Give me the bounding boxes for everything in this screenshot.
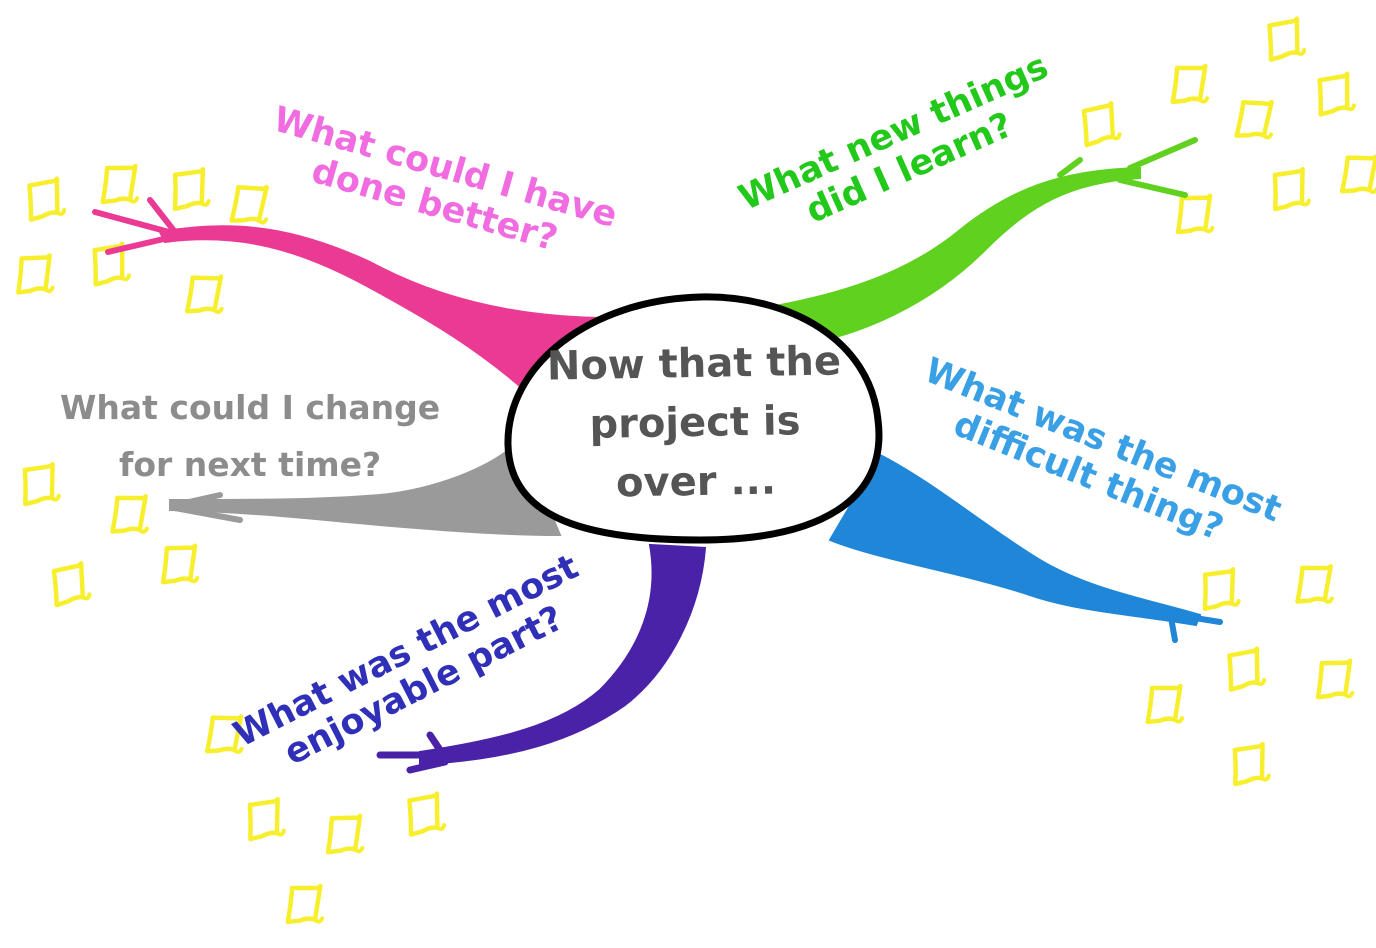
sticky-note-icon: [23, 464, 60, 504]
branch-change: [169, 438, 562, 537]
sticky-note-icon: [18, 254, 53, 293]
sticky-note-icon: [232, 183, 271, 225]
sticky-note-icon: [1342, 153, 1376, 194]
central-topic-line-1: Now that: [546, 339, 753, 390]
sticky-note-icon: [187, 273, 225, 314]
sticky-note-icon: [1318, 659, 1354, 699]
sticky-note-icon: [103, 164, 140, 204]
sticky-note-icon: [1227, 648, 1265, 689]
sticky-note-icon: [1148, 684, 1185, 724]
sticky-note-icon: [1317, 74, 1354, 115]
sticky-note-icon: [1173, 64, 1210, 104]
sticky-note-icon: [1178, 194, 1214, 234]
sticky-note-icon: [288, 884, 325, 924]
sticky-note-icon: [163, 544, 199, 584]
sticky-note-icon: [27, 178, 65, 219]
sticky-note-icon: [328, 814, 364, 854]
branch-label-change-line-2: for next time?: [118, 444, 382, 484]
branch-label-change-line-1: What could I change: [60, 388, 441, 427]
sticky-note-icon: [173, 169, 209, 209]
sticky-note-icon: [1273, 169, 1310, 209]
sticky-note-icon: [407, 793, 445, 834]
sticky-note-icon: [1237, 98, 1276, 140]
sticky-note-icon: [51, 563, 90, 605]
branch-label-change: What could I change for next time?: [60, 380, 440, 494]
central-topic-bubble: [504, 293, 883, 544]
branch-difficult: [828, 453, 1202, 627]
sticky-note-icon: [1081, 103, 1120, 145]
branch-enjoyable: [419, 543, 707, 766]
sticky-note-icon: [1267, 18, 1305, 59]
sticky-note-icon: [112, 494, 149, 535]
central-topic: Now that the project is over ...: [538, 332, 851, 515]
sticky-note-icon: [1203, 569, 1239, 609]
sticky-note-icon: [248, 799, 285, 839]
sticky-note-icon: [1297, 564, 1334, 605]
branch-learn: [736, 166, 1141, 347]
sticky-note-icon: [1233, 744, 1270, 784]
